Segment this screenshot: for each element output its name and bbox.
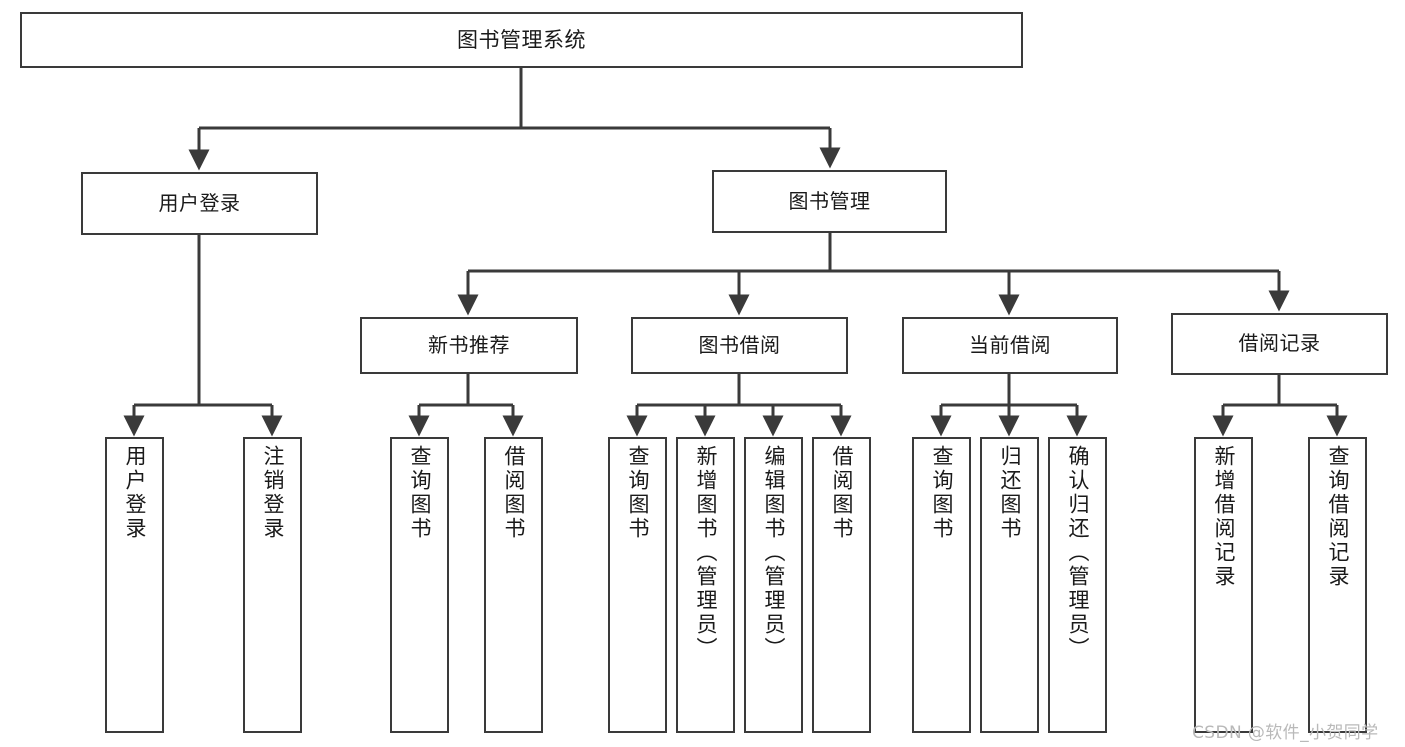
node-leaf-return-book[interactable]: 归还图书 (980, 437, 1039, 733)
node-leaf-add-record-label: 新增借阅记录 (1212, 445, 1236, 589)
node-user-login-label: 用户登录 (158, 190, 241, 215)
node-book-manage[interactable]: 图书管理 (712, 170, 947, 233)
node-book-borrow[interactable]: 图书借阅 (631, 317, 848, 374)
node-leaf-borrow-book-1-label: 借阅图书 (502, 445, 526, 541)
node-current-borrow-label: 当前借阅 (969, 332, 1051, 357)
node-leaf-logout-label: 注销登录 (261, 445, 285, 541)
node-leaf-add-book-label: 新增图书（管理员） (694, 445, 718, 661)
node-leaf-user-login-label: 用户登录 (123, 445, 147, 541)
node-leaf-add-book[interactable]: 新增图书（管理员） (676, 437, 735, 733)
node-leaf-add-record[interactable]: 新增借阅记录 (1194, 437, 1253, 733)
node-leaf-confirm-return[interactable]: 确认归还（管理员） (1048, 437, 1107, 733)
node-leaf-user-login[interactable]: 用户登录 (105, 437, 164, 733)
csdn-watermark: CSDN @软件_小贺同学 (1192, 723, 1379, 743)
node-root[interactable]: 图书管理系统 (20, 12, 1023, 68)
node-leaf-query-book-2-label: 查询图书 (626, 445, 650, 541)
node-leaf-confirm-return-label: 确认归还（管理员） (1066, 445, 1090, 661)
node-current-borrow[interactable]: 当前借阅 (902, 317, 1118, 374)
node-book-manage-label: 图书管理 (788, 188, 871, 213)
node-leaf-query-book-3[interactable]: 查询图书 (912, 437, 971, 733)
node-root-label: 图书管理系统 (457, 27, 586, 52)
node-leaf-edit-book[interactable]: 编辑图书（管理员） (744, 437, 803, 733)
node-leaf-borrow-book-2[interactable]: 借阅图书 (812, 437, 871, 733)
node-leaf-query-book-1-label: 查询图书 (408, 445, 432, 541)
node-leaf-query-record[interactable]: 查询借阅记录 (1308, 437, 1367, 733)
node-leaf-edit-book-label: 编辑图书（管理员） (762, 445, 786, 661)
node-user-login[interactable]: 用户登录 (81, 172, 318, 235)
node-leaf-query-book-3-label: 查询图书 (930, 445, 954, 541)
node-leaf-query-book-2[interactable]: 查询图书 (608, 437, 667, 733)
node-leaf-logout[interactable]: 注销登录 (243, 437, 302, 733)
node-leaf-query-book-1[interactable]: 查询图书 (390, 437, 449, 733)
node-leaf-borrow-book-1[interactable]: 借阅图书 (484, 437, 543, 733)
node-leaf-query-record-label: 查询借阅记录 (1326, 445, 1350, 589)
node-borrow-record[interactable]: 借阅记录 (1171, 313, 1388, 375)
node-leaf-return-book-label: 归还图书 (998, 445, 1022, 541)
node-leaf-borrow-book-2-label: 借阅图书 (830, 445, 854, 541)
node-new-book-rec-label: 新书推荐 (428, 332, 510, 357)
node-book-borrow-label: 图书借阅 (698, 332, 781, 357)
node-borrow-record-label: 借阅记录 (1238, 331, 1321, 356)
node-new-book-rec[interactable]: 新书推荐 (360, 317, 578, 374)
